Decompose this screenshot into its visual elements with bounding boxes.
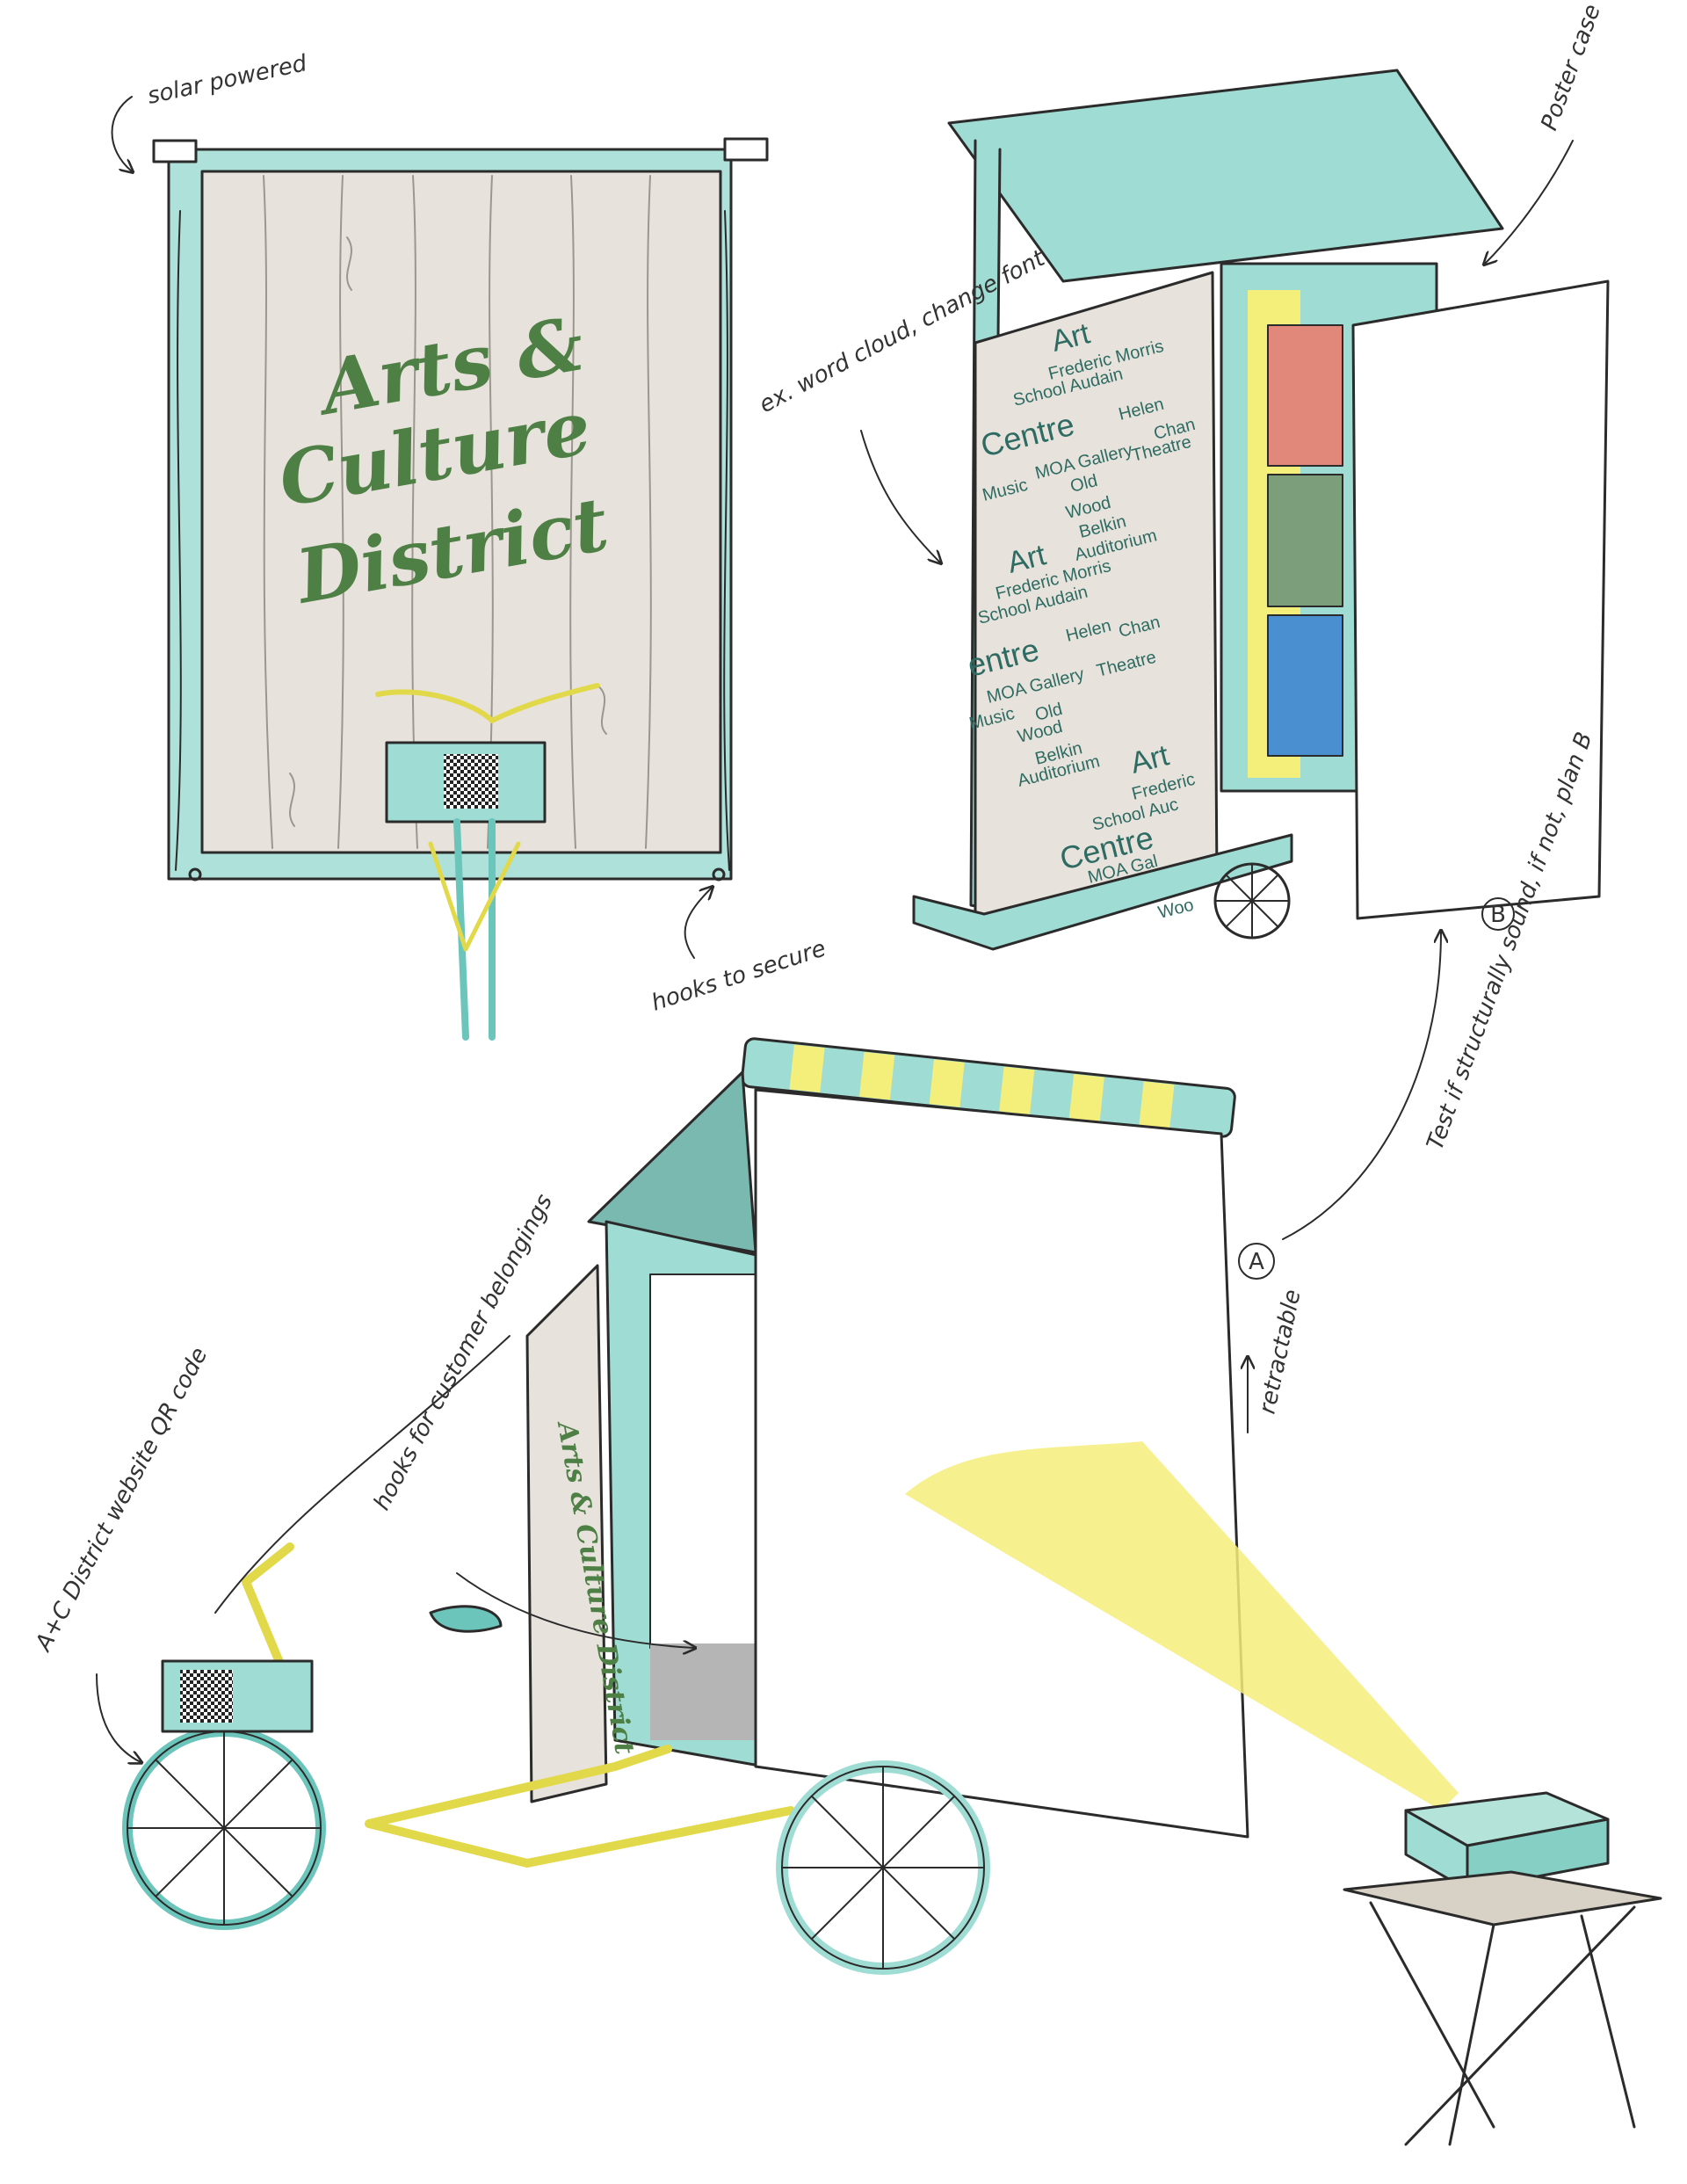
label-b: B	[1490, 902, 1506, 928]
roof	[947, 69, 1504, 283]
base-frame	[912, 833, 1293, 951]
arrow-qr	[96, 1673, 141, 1762]
front-view-sketch: Arts & Culture District	[152, 137, 769, 1041]
awning-stripes	[789, 1044, 1175, 1129]
projector-light	[905, 1441, 1459, 1810]
label-a: A	[1249, 1249, 1264, 1275]
front-brace	[428, 841, 521, 952]
string-lights-front	[175, 210, 730, 871]
poster-red	[1267, 324, 1343, 467]
arrow-solar	[111, 96, 133, 171]
hook-left	[188, 867, 202, 882]
panel-b	[1351, 279, 1610, 920]
seat	[429, 1605, 503, 1633]
solar-panel-right	[723, 137, 769, 162]
poster-blue	[1267, 614, 1343, 757]
trike-sketch: Arts & Culture District	[122, 1037, 1662, 2146]
hook-right	[712, 867, 726, 882]
arrow-poster-case	[1485, 140, 1574, 264]
arrow-hooks	[684, 888, 712, 959]
cabin-floor	[650, 1643, 760, 1740]
note-poster-case: Poster case display	[1536, 0, 1636, 134]
stand-top	[1343, 1870, 1662, 1926]
front-wheel-spokes	[127, 1731, 322, 1926]
trike-frame	[365, 1745, 795, 1868]
poster-green	[1267, 474, 1343, 607]
label-b-circle	[1481, 897, 1515, 931]
qr-code	[180, 1670, 233, 1723]
stand-legs	[1369, 1901, 1636, 2146]
trike-neck	[242, 1542, 294, 1692]
back-wheel-spokes	[781, 1766, 985, 1970]
side-board	[525, 1264, 608, 1803]
board-frame-outline	[167, 148, 733, 881]
note-solar-powered: solar powered	[145, 50, 309, 110]
arrow-plan-b	[1282, 932, 1441, 1240]
label-a-circle	[1238, 1243, 1275, 1280]
arrow-word-cloud	[860, 430, 940, 562]
handlebar-front	[375, 683, 600, 723]
cabin-window	[649, 1273, 757, 1649]
solar-panel-left	[152, 139, 198, 163]
note-qr-code: A+C District website QR code	[30, 1343, 214, 1657]
arrow-hooks-customer	[456, 1572, 694, 1648]
note-hooks-secure: hooks to secure	[648, 935, 829, 1016]
qr-code-front	[444, 754, 498, 809]
string-lights	[214, 1335, 510, 1614]
note-retractable: retractable	[1255, 1288, 1307, 1417]
wood-board	[200, 170, 722, 854]
